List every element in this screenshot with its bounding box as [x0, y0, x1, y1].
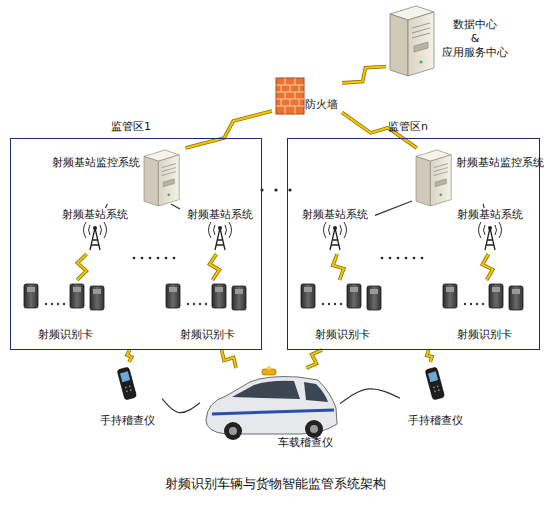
bolt-outline	[342, 66, 386, 82]
node-label: 射频识别卡	[437, 328, 532, 342]
node-label: 防火墙	[305, 98, 342, 112]
bolt-outline	[222, 350, 237, 368]
wired-link	[483, 204, 484, 208]
wireless-curve	[340, 389, 400, 404]
antenna-icon	[479, 222, 502, 250]
card-group	[301, 284, 381, 310]
patrol-car	[206, 366, 337, 440]
node-label: 射频基站系统	[295, 208, 375, 222]
bolt-outline	[427, 350, 432, 362]
handheld-icon	[425, 367, 445, 400]
wireless-link	[306, 350, 322, 368]
wireless-link	[185, 111, 272, 148]
wireless-link	[342, 66, 386, 82]
node-label: 射频识别卡	[295, 328, 390, 342]
base-station-node: 射频基站系统	[180, 208, 260, 254]
monitor-node: 射频基站监控系统	[52, 148, 188, 204]
card-group	[166, 284, 246, 310]
region-heading: 监管区n	[388, 120, 448, 134]
wireless-link	[333, 254, 344, 280]
base-station-node: 射频基站系统	[55, 208, 135, 254]
handheld-node: 手持稽查仪	[400, 362, 470, 428]
base-station-node: 射频基站系统	[450, 208, 530, 254]
rfid-card-node: 射频识别卡	[295, 280, 390, 344]
wired-link	[375, 201, 412, 215]
ellipsis-dots	[133, 188, 424, 259]
antenna-icon	[84, 222, 107, 250]
handheld-node: 手持稽查仪	[92, 362, 162, 428]
monitor-server	[144, 150, 179, 206]
region-box: 监管区n射频基站监控系统射频基站系统射频基站系统射频识别卡射频识别卡	[287, 138, 540, 350]
wired-link	[105, 204, 107, 208]
bolt-outline	[333, 254, 344, 280]
handheld-icon	[117, 367, 137, 400]
node-label: 数据中心 & 应用服务中心	[430, 18, 520, 60]
bolt-outline	[185, 111, 272, 148]
node-label: 射频基站系统	[55, 208, 135, 222]
base-station-node: 射频基站系统	[295, 208, 375, 254]
node-label: 手持稽查仪	[400, 414, 470, 428]
node-label: 车载稽查仪	[278, 436, 340, 450]
rfid-card-node: 射频识别卡	[437, 280, 532, 344]
node-label: 射频基站监控系统	[52, 156, 144, 170]
antenna-icon	[324, 222, 347, 250]
wireless-link	[77, 254, 86, 280]
firewall-node: 防火墙	[272, 74, 342, 118]
rfid-card-node: 射频识别卡	[18, 280, 113, 344]
data-center-server	[390, 6, 434, 76]
bolt-outline	[482, 254, 492, 280]
region-box: 监管区1射频基站监控系统射频基站系统射频基站系统射频识别卡射频识别卡	[10, 138, 262, 350]
wireless-link	[127, 350, 132, 362]
wireless-link	[427, 350, 432, 362]
wireless-link	[222, 350, 237, 368]
node-label: 手持稽查仪	[92, 414, 162, 428]
node-label: 射频识别卡	[160, 328, 255, 342]
card-group	[24, 284, 104, 310]
monitor-node: 射频基站监控系统	[412, 148, 540, 204]
server-node: 数据中心 & 应用服务中心	[386, 4, 522, 78]
node-label: 射频基站监控系统	[456, 156, 548, 170]
figure-caption: 射频识别车辆与货物智能监管系统架构	[0, 476, 550, 492]
bolt-outline	[127, 350, 132, 362]
vehicle-node: 车载稽查仪	[200, 368, 340, 452]
node-label: 射频识别卡	[18, 328, 113, 342]
antenna-icon	[209, 222, 232, 250]
bolt-outline	[306, 350, 322, 368]
firewall-icon	[276, 78, 304, 114]
wireless-link	[482, 254, 492, 280]
wireless-curve	[162, 399, 200, 413]
region-heading: 监管区1	[111, 120, 171, 134]
wireless-link	[210, 254, 220, 280]
card-group	[443, 284, 523, 310]
wired-link	[171, 204, 180, 209]
monitor-server	[416, 150, 451, 206]
node-label: 射频基站系统	[450, 208, 530, 222]
bolt-outline	[77, 254, 86, 280]
rfid-card-node: 射频识别卡	[160, 280, 255, 344]
node-label: 射频基站系统	[180, 208, 260, 222]
bolt-outline	[210, 254, 220, 280]
